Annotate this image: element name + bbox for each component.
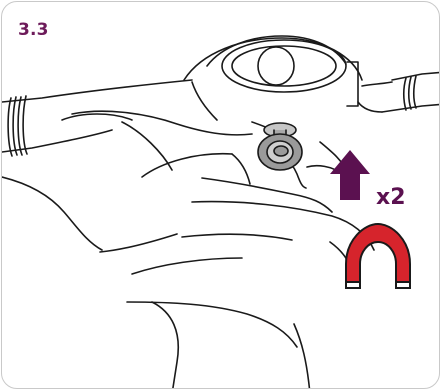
sensor: [258, 123, 302, 170]
device-body: [184, 36, 392, 120]
hand: [2, 111, 374, 389]
repeat-count: x2: [376, 185, 406, 210]
arm-strap-left: [2, 80, 192, 156]
arm-strap-right: [382, 72, 440, 112]
step-number: 3.3: [18, 20, 49, 40]
horseshoe-magnet-icon: [346, 224, 410, 288]
illustration: [2, 2, 440, 389]
up-arrow-icon: [330, 150, 370, 200]
